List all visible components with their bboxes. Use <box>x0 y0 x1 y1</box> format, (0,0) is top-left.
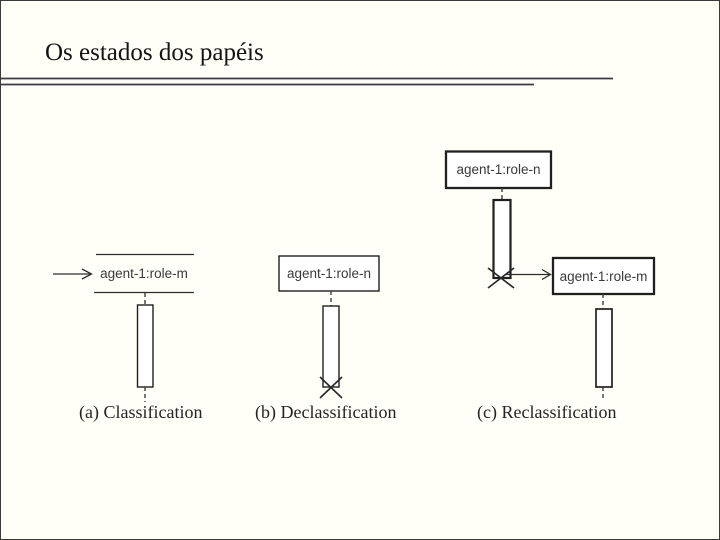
caption-declassification: (b) Declassification <box>255 402 397 422</box>
activation-bar <box>136 304 154 388</box>
diagram-reclassification <box>444 150 656 401</box>
lifeline-head-box <box>444 150 553 190</box>
activation-bar <box>322 305 340 388</box>
caption-reclassification: (c) Reclassification <box>477 402 617 422</box>
activation-bar <box>492 198 512 280</box>
activation-bar <box>595 308 613 388</box>
destruction-x-icon <box>319 376 343 399</box>
page-title: Os estados dos papéis <box>45 39 264 66</box>
lifeline-head-box <box>278 255 380 292</box>
lifeline-label-role-n: agent-1:role-n <box>456 162 541 177</box>
diagram-classification <box>53 253 194 402</box>
lifeline-label-role-m: agent-1:role-m <box>100 266 188 281</box>
create-arrow-head-icon <box>81 268 93 280</box>
lifeline-label-role-m: agent-1:role-m <box>559 268 648 284</box>
lifeline-label-role-n: agent-1:role-n <box>286 266 372 281</box>
caption-classification: (a) Classification <box>79 402 203 422</box>
reclassify-arrow-head-icon <box>541 268 552 281</box>
diagram-declassification <box>278 255 380 399</box>
destruction-x-icon <box>487 267 515 289</box>
